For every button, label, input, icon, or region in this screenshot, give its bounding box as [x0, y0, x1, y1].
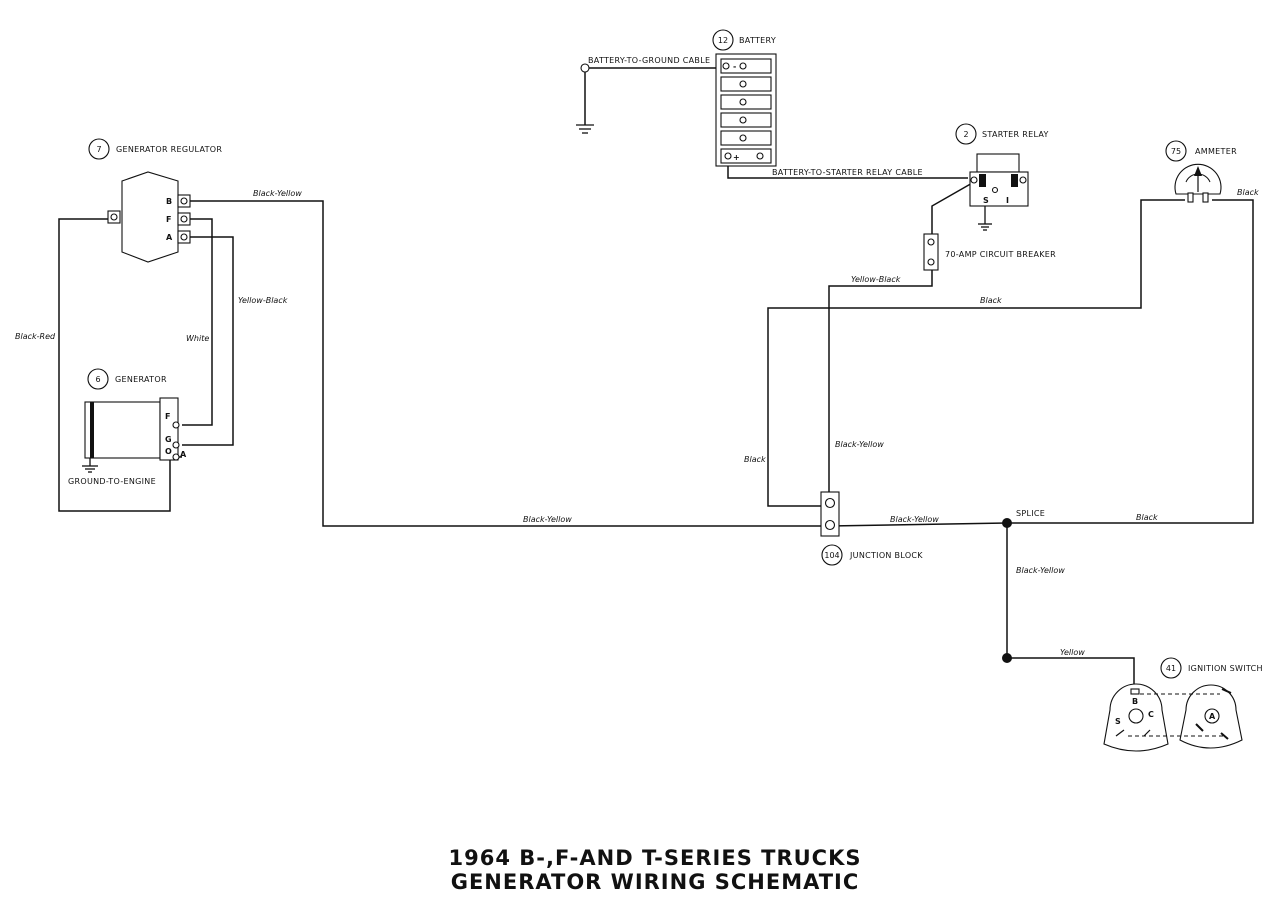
- junction-block: [820, 491, 840, 537]
- battery-negative-sign: -: [733, 62, 736, 71]
- wire-regulator-f-generator-f: [182, 218, 213, 426]
- generator-pin-o: O: [165, 447, 172, 456]
- wire-junction-ammeter: [767, 199, 1185, 507]
- generator-pin-a: A: [180, 450, 187, 459]
- regulator-pin-b: B: [166, 197, 172, 206]
- splice-dot-lower: [1002, 653, 1012, 663]
- ignition-switch: B S C A: [1103, 683, 1243, 752]
- relay-pin-s: S: [983, 196, 989, 205]
- callout-ignition-switch: 41 IGNITION SWITCH: [1160, 657, 1263, 679]
- ground-cable-terminal: [580, 63, 590, 73]
- label-ground-to-engine: GROUND-TO-ENGINE: [68, 477, 156, 486]
- relay-pin-i: I: [1006, 196, 1009, 205]
- callout-number: 104: [824, 551, 839, 560]
- generator-pin-g: G: [165, 435, 172, 444]
- wire-breaker-junction: [828, 268, 933, 500]
- wire-label: Black: [1136, 513, 1158, 522]
- wire-label: Black-Red: [15, 332, 56, 341]
- wire-ignition-feed: [1007, 657, 1135, 690]
- generator: F G O A: [84, 397, 187, 461]
- wires: [58, 67, 1254, 690]
- label-battery-ground-cable: BATTERY-TO-GROUND CABLE: [588, 56, 710, 65]
- label-battery-starter-cable: BATTERY-TO-STARTER RELAY CABLE: [772, 168, 923, 177]
- wire-ammeter-splice: [1007, 199, 1254, 524]
- callout-label: GENERATOR: [115, 375, 167, 384]
- wire-label: Yellow-Black: [851, 275, 901, 284]
- wire-regulator-a-generator-a: [182, 236, 234, 446]
- callout-number: 7: [96, 145, 101, 154]
- callout-number: 75: [1171, 147, 1181, 156]
- wire-regulator-ground-generator: [58, 218, 182, 512]
- wire-label: Black: [980, 296, 1002, 305]
- wire-label: Yellow: [1060, 648, 1085, 657]
- callout-label: BATTERY: [739, 36, 776, 45]
- starter-relay: S I: [969, 153, 1029, 207]
- battery: - +: [715, 53, 777, 167]
- generator-regulator: B F A: [107, 171, 191, 263]
- wire-regulator-b-junction: [190, 200, 829, 527]
- callout-starter-relay: 2 STARTER RELAY: [955, 123, 1049, 145]
- ignition-pin-c: C: [1148, 710, 1154, 719]
- regulator-pin-f: F: [166, 215, 171, 224]
- title-line-2: GENERATOR WIRING SCHEMATIC: [451, 870, 860, 894]
- ground-symbol-battery: [576, 124, 594, 134]
- callout-number: 41: [1166, 664, 1176, 673]
- generator-pin-f: F: [165, 412, 170, 421]
- label-circuit-breaker: 70-AMP CIRCUIT BREAKER: [945, 250, 1056, 259]
- circuit-breaker: [923, 233, 939, 271]
- callout-junction-block: 104 JUNCTION BLOCK: [821, 544, 923, 566]
- wire-label: Black-Yellow: [253, 189, 302, 198]
- wire-label: Black-Yellow: [835, 440, 884, 449]
- callout-number: 12: [718, 36, 728, 45]
- callout-generator: 6 GENERATOR: [87, 368, 167, 390]
- wire-label: Black-Yellow: [523, 515, 572, 524]
- regulator-pin-a: A: [166, 233, 173, 242]
- wire-label: White: [186, 334, 209, 343]
- wire-battery-ground: [584, 67, 716, 125]
- wire-label: Black: [1237, 188, 1259, 197]
- label-splice: SPLICE: [1016, 509, 1045, 518]
- callout-battery: 12 BATTERY: [712, 29, 776, 51]
- ignition-pin-a: A: [1209, 712, 1216, 721]
- callout-number: 2: [963, 130, 968, 139]
- callout-label: IGNITION SWITCH: [1188, 664, 1263, 673]
- ignition-pin-s: S: [1115, 717, 1121, 726]
- wire-label: Black: [744, 455, 766, 464]
- wire-label: Yellow-Black: [238, 296, 288, 305]
- callout-ammeter: 75 AMMETER: [1165, 140, 1237, 162]
- battery-positive-sign: +: [733, 153, 740, 162]
- wire-junction-splice: [828, 522, 1008, 527]
- callout-label: GENERATOR REGULATOR: [116, 145, 222, 154]
- wire-label: Black-Yellow: [1016, 566, 1065, 575]
- ammeter: [1174, 163, 1222, 203]
- ground-symbol-generator: [82, 458, 98, 473]
- ignition-pin-b: B: [1132, 697, 1138, 706]
- splice-dot: [1002, 518, 1012, 528]
- wire-label: Black-Yellow: [890, 515, 939, 524]
- callout-number: 6: [95, 375, 100, 384]
- callout-generator-regulator: 7 GENERATOR REGULATOR: [88, 138, 222, 160]
- wire-relay-breaker: [931, 181, 975, 236]
- title-line-1: 1964 B-,F-AND T-SERIES TRUCKS: [449, 846, 862, 870]
- callout-label: STARTER RELAY: [982, 130, 1049, 139]
- callout-label: JUNCTION BLOCK: [849, 551, 923, 560]
- ground-symbol-relay: [978, 206, 992, 231]
- callout-label: AMMETER: [1195, 147, 1237, 156]
